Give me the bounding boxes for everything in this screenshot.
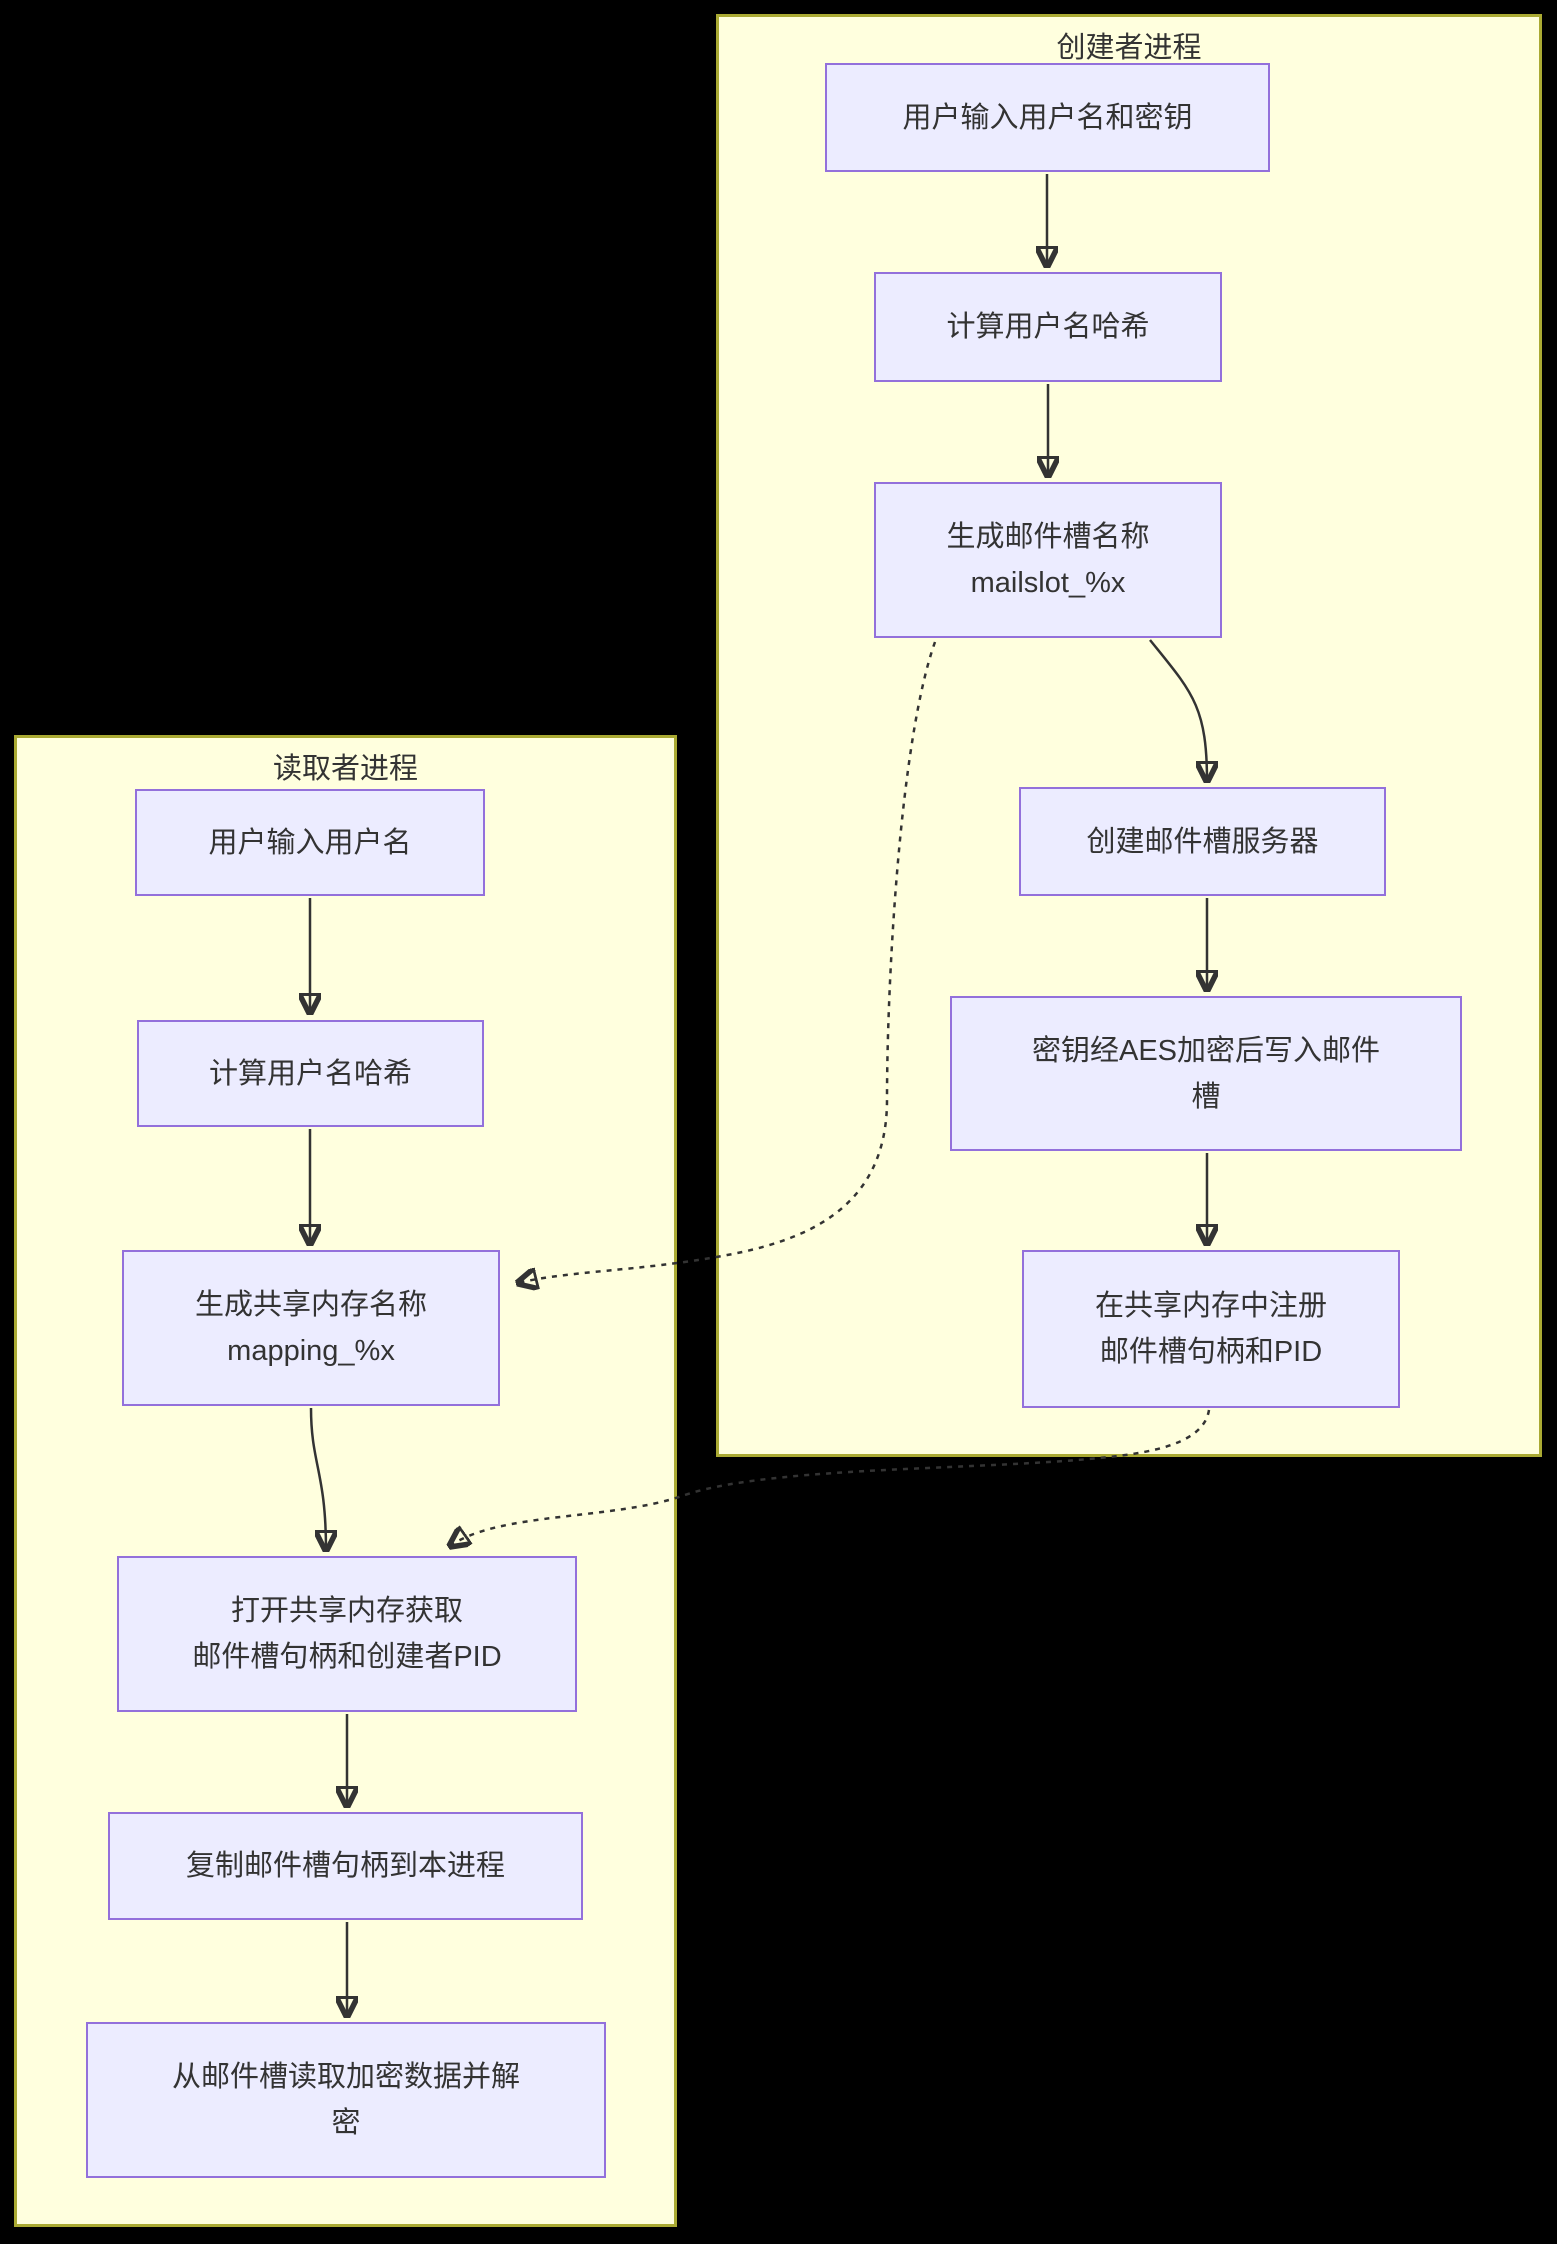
cluster-creator-title: 创建者进程 — [1056, 32, 1202, 64]
node-reader-open-line2: 邮件槽句柄和创建者PID — [192, 1641, 502, 1673]
node-creator-input: 用户输入用户名和密钥 — [825, 63, 1270, 172]
node-reader-mapping-line1: 生成共享内存名称 — [194, 1289, 427, 1321]
node-creator-hash-label: 计算用户名哈希 — [946, 311, 1150, 343]
cluster-creator-process: 创建者进程 — [716, 14, 1542, 1457]
node-reader-read-line2: 密 — [331, 2107, 361, 2139]
node-creator-mailslot: 生成邮件槽名称 mailslot_%x — [874, 482, 1222, 638]
node-creator-register-line1: 在共享内存中注册 — [1094, 1290, 1327, 1322]
node-reader-read: 从邮件槽读取加密数据并解 密 — [86, 2022, 606, 2178]
node-creator-register: 在共享内存中注册 邮件槽句柄和PID — [1022, 1250, 1400, 1408]
node-creator-hash: 计算用户名哈希 — [874, 272, 1222, 382]
node-creator-server: 创建邮件槽服务器 — [1019, 787, 1386, 896]
node-creator-mailslot-line1: 生成邮件槽名称 — [946, 521, 1150, 553]
node-creator-server-label: 创建邮件槽服务器 — [1086, 825, 1319, 858]
node-reader-input-label: 用户输入用户名 — [208, 826, 412, 859]
node-reader-mapping: 生成共享内存名称 mapping_%x — [122, 1250, 500, 1406]
node-reader-hash-label: 计算用户名哈希 — [208, 1057, 412, 1090]
node-reader-hash: 计算用户名哈希 — [137, 1020, 484, 1127]
node-creator-write-line2: 槽 — [1191, 1080, 1221, 1113]
node-creator-write-line1: 密钥经AES加密后写入邮件 — [1031, 1034, 1381, 1067]
node-creator-register-line2: 邮件槽句柄和PID — [1099, 1336, 1323, 1368]
node-creator-write: 密钥经AES加密后写入邮件 槽 — [950, 996, 1462, 1151]
node-reader-open: 打开共享内存获取 邮件槽句柄和创建者PID — [117, 1556, 577, 1712]
node-reader-open-line1: 打开共享内存获取 — [230, 1595, 463, 1627]
node-reader-mapping-line2: mapping_%x — [227, 1335, 395, 1367]
node-reader-input: 用户输入用户名 — [135, 789, 485, 896]
node-creator-input-label: 用户输入用户名和密钥 — [902, 101, 1193, 134]
cluster-reader-title: 读取者进程 — [272, 753, 418, 785]
node-reader-read-line1: 从邮件槽读取加密数据并解 — [171, 2061, 520, 2093]
node-reader-dup: 复制邮件槽句柄到本进程 — [108, 1812, 583, 1920]
cluster-reader-process: 读取者进程 — [14, 735, 677, 2227]
node-creator-mailslot-line2: mailslot_%x — [970, 567, 1126, 599]
node-reader-dup-label: 复制邮件槽句柄到本进程 — [185, 1850, 505, 1882]
